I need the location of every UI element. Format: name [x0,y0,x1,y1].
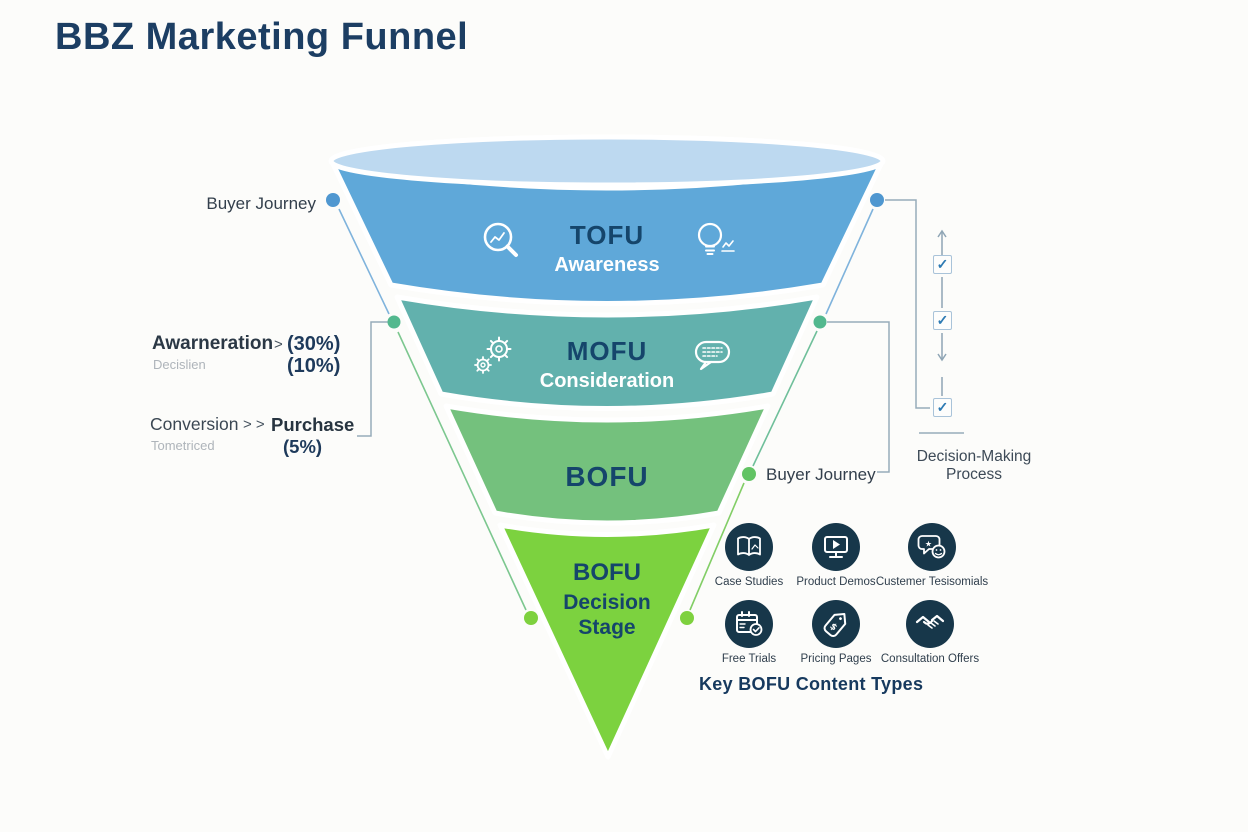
book-icon [725,523,773,571]
journey-dots [326,193,884,625]
awareness-conversion-annotation: Awarneration > (30%) Decislien (10%) [152,333,382,383]
awareness-row-sublabel: Decislien [153,357,206,372]
page-title: BBZ Marketing Funnel [55,16,469,58]
journey-dot-top-right [870,193,884,207]
price-tag-icon: $ [812,600,860,648]
awareness-rate-value: (30%) [287,333,341,355]
funnel-top-opening [328,134,886,188]
funnel-stage-mofu: MOFU Consideration [457,336,757,393]
awareness-row-label: Awarneration [152,333,274,354]
purchase-rate-value: (5%) [283,436,323,457]
content-type-label: Pricing Pages [800,653,872,665]
arrows-right-glyph: > > [243,416,265,433]
process-label-line1: Decision-Making [916,448,1032,465]
testimonial-smiley-icon: ★ [908,523,956,571]
gears-icon [474,336,512,374]
monitor-play-icon [812,523,860,571]
stage-decision-sublabel: Decision Stage [563,590,651,639]
content-type-label: Free Trials [721,653,777,665]
funnel-stage-tofu: TOFU Awareness [457,220,757,277]
checkbox-icon: ✓ [933,398,952,417]
lightbulb-idea-icon [697,222,735,255]
search-analytics-icon [483,222,518,257]
stage-mofu-label: MOFU [566,336,648,366]
journey-dot-bofu-right [742,467,756,481]
funnel-stage-decision: BOFU Decision Stage [547,559,667,640]
process-label-line2: Process [946,466,1002,484]
content-type-pricing-pages: $ Pricing Pages [776,600,896,665]
content-type-label: Custemer Tesisomials [875,576,989,588]
chat-bubble-icon [694,340,731,371]
buyer-journey-label-right: Buyer Journey [766,465,876,484]
arrow-up-icon [937,229,947,238]
consideration-rate-value: (10%) [287,355,341,377]
funnel-edge-lines [338,208,874,611]
calendar-check-icon [725,600,773,648]
star-glyph: ★ [925,540,932,549]
funnel-stage-decision-shape [497,522,717,760]
decision-making-process-label: Decision-Making Process [906,448,1042,485]
content-types-heading: Key BOFU Content Types [699,674,924,694]
buyer-journey-label-left: Buyer Journey [206,194,316,213]
content-type-label: Case Studies [714,576,784,588]
funnel-stage-mofu-shape [394,294,820,411]
journey-dot-mid-left [387,315,401,329]
content-type-consultation-offers: Consultation Offers [870,600,990,665]
content-type-product-demos: Product Demos [776,523,896,588]
content-type-label: Consultation Offers [880,653,980,665]
stage-decision-label: BOFU [573,559,641,586]
conversion-row-label: Conversion [150,414,239,434]
process-flow-arrows [937,229,947,396]
stage-bofu-label: BOFU [565,461,649,492]
connector-brackets [357,199,964,473]
content-type-customer-testimonials: ★ Custemer Tesisomials [872,523,992,588]
journey-dot-bottom-left [524,611,538,625]
funnel-stage-bofu: BOFU [457,461,757,493]
purchase-label: Purchase [271,414,355,435]
content-type-free-trials: Free Trials [689,600,809,665]
conversion-row-sublabel: Tometriced [151,438,215,453]
arrow-right-glyph: > [274,336,283,353]
arrow-down-icon [937,353,947,362]
handshake-icon [906,600,954,648]
funnel-stage-bofu-shape [443,403,771,526]
checkbox-icon: ✓ [933,311,952,330]
journey-dot-mid-right [813,315,827,329]
journey-dot-top-left [326,193,340,207]
checkbox-icon: ✓ [933,255,952,274]
stage-mofu-sublabel: Consideration [539,369,675,392]
conversion-purchase-annotation: Conversion > > Purchase Tometriced (5%) [150,414,390,464]
dollar-glyph: $ [827,622,838,634]
content-type-label: Product Demos [796,576,876,588]
stage-tofu-sublabel: Awareness [554,253,660,276]
journey-dot-bottom-right [680,611,694,625]
content-type-case-studies: Case Studies [689,523,809,588]
stage-tofu-label: TOFU [569,220,645,250]
